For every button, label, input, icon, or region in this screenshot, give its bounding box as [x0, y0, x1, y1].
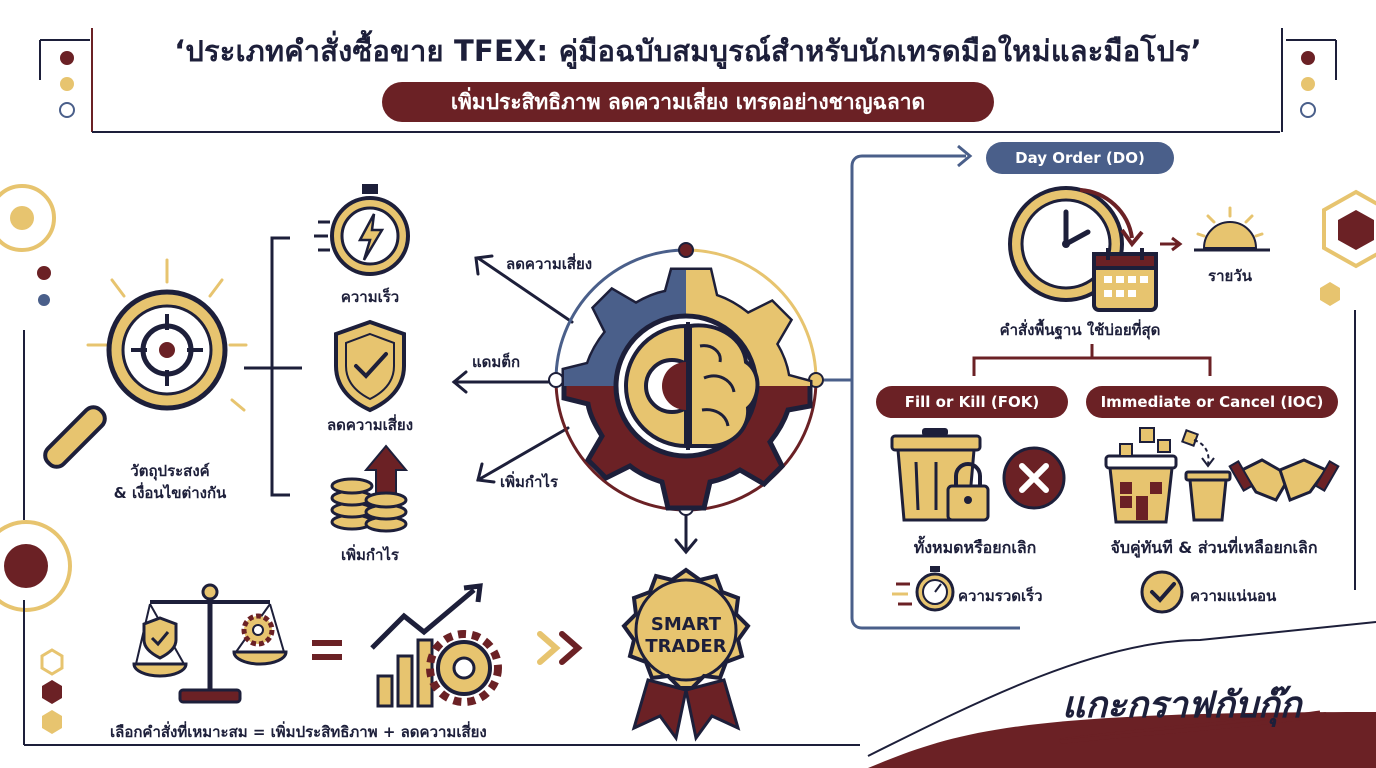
certainty-benefit-label: ความแน่นอน [1190, 587, 1277, 605]
ioc-description: จับคู่ทันที & ส่วนที่เหลือยกเลิก [1110, 538, 1318, 557]
badge-line-smart: SMART [650, 614, 722, 635]
arrow-label-tradeoff: แดมต็ก [472, 353, 521, 371]
fok-pill: Fill or Kill (FOK) [876, 386, 1068, 418]
handshake-icon [1228, 458, 1340, 502]
profit-label: เพิ่มกำไร [340, 546, 399, 564]
clock-calendar-icon [1008, 186, 1158, 312]
gear-brain-icon [561, 267, 813, 511]
daily-label: รายวัน [1208, 267, 1252, 285]
arrow-label-reduce-risk: ลดความเสี่ยง [506, 255, 593, 273]
badge-line-trader: TRADER [645, 636, 727, 657]
check-circle-icon [1140, 570, 1184, 614]
badge-text: SMART TRADER [636, 614, 736, 658]
sunrise-icon [1194, 206, 1270, 252]
growth-chart-gear-icon [370, 583, 502, 708]
cancel-x-icon [1002, 446, 1066, 510]
page-title: ‘ประเภทคำสั่งซื้อขาย TFEX: คู่มือฉบับสมบ… [174, 34, 1202, 68]
balance-scale-icon [132, 583, 288, 704]
small-stopwatch-icon [892, 566, 955, 612]
objective-label: วัตถุประสงค์ & เงื่อนไขต่างกัน [113, 462, 227, 502]
coins-growth-icon [330, 444, 409, 533]
risk-reduce-label: ลดความเสี่ยง [326, 416, 414, 434]
fok-description: ทั้งหมดหรือยกเลิก [913, 538, 1037, 557]
equation-caption: เลือกคำสั่งที่เหมาะสม = เพิ่มประสิทธิภาพ… [110, 723, 487, 741]
magnifier-target-icon [43, 258, 248, 469]
smart-trader-badge-icon [621, 567, 751, 742]
partial-fill-basket-icon [1104, 427, 1232, 524]
shield-check-icon [334, 319, 406, 413]
stopwatch-lightning-icon [314, 184, 410, 276]
basic-order-label: คำสั่งพื้นฐาน ใช้บ่อยที่สุด [999, 321, 1161, 339]
brand-logo: แกะกราฟกับกุ๊ก [1062, 684, 1302, 726]
trash-lock-icon [890, 428, 990, 522]
speed-label: ความเร็ว [340, 288, 400, 306]
speed-benefit-label: ความรวดเร็ว [958, 587, 1043, 605]
day-order-pill: Day Order (DO) [986, 142, 1174, 174]
ioc-pill: Immediate or Cancel (IOC) [1086, 386, 1338, 418]
subtitle-banner: เพิ่มประสิทธิภาพ ลดความเสี่ยง เทรดอย่างช… [382, 82, 994, 122]
arrow-label-increase-profit: เพิ่มกำไร [500, 473, 559, 491]
